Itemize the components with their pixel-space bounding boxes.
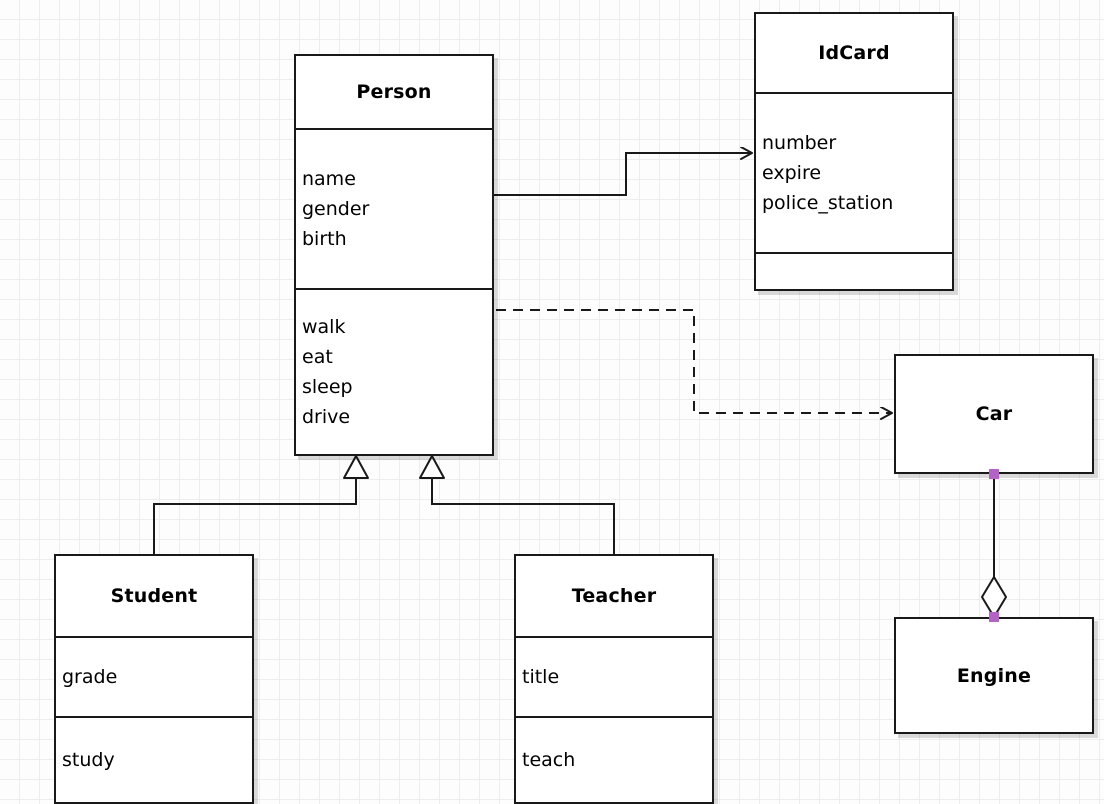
attribute-item: title	[522, 666, 560, 688]
operation-item: teach	[522, 749, 576, 771]
edge-person-car[interactable]	[496, 309, 892, 413]
attribute-item: police_station	[762, 192, 894, 214]
class-box-teacher[interactable]: Teacher title teach	[514, 554, 714, 804]
edge-teacher-person[interactable]	[419, 455, 615, 554]
attribute-item: grade	[62, 666, 118, 688]
class-name-compartment-student: Student	[56, 556, 252, 636]
attribute-item: number	[762, 132, 837, 154]
connection-handle-engine[interactable]	[989, 612, 999, 622]
aggregation-diamond	[981, 576, 1007, 618]
attributes-compartment-idcard: number expire police_station	[756, 92, 952, 252]
class-box-student[interactable]: Student grade study	[54, 554, 254, 804]
class-title-idcard: IdCard	[818, 42, 890, 64]
class-box-idcard[interactable]: IdCard number expire police_station	[754, 12, 954, 291]
operation-item: eat	[302, 346, 333, 368]
class-title-student: Student	[110, 585, 198, 607]
attribute-item: name	[302, 168, 356, 190]
class-title-person: Person	[356, 81, 432, 103]
attributes-compartment-teacher: title	[516, 636, 712, 716]
class-name-compartment-idcard: IdCard	[756, 14, 952, 92]
operation-item: sleep	[302, 376, 353, 398]
attribute-item: birth	[302, 228, 347, 250]
class-box-car[interactable]: Car	[894, 354, 1094, 474]
class-box-engine[interactable]: Engine	[894, 617, 1094, 734]
operation-item: drive	[302, 406, 351, 428]
operations-compartment-person: walk eat sleep drive	[296, 288, 492, 454]
operations-compartment-student: study	[56, 716, 252, 802]
edge-student-person[interactable]	[153, 455, 369, 554]
class-title-car: Car	[975, 403, 1013, 425]
operation-item: study	[62, 749, 115, 771]
class-title-engine: Engine	[956, 664, 1032, 687]
class-title-teacher: Teacher	[571, 585, 657, 607]
connection-handle-car[interactable]	[989, 469, 999, 479]
operations-compartment-teacher: teach	[516, 716, 712, 802]
attributes-compartment-person: name gender birth	[296, 128, 492, 288]
class-name-compartment-engine: Engine	[896, 619, 1092, 732]
edge-car-engine[interactable]	[981, 474, 1007, 618]
inheritance-triangle-student	[343, 455, 369, 479]
attributes-compartment-student: grade	[56, 636, 252, 716]
class-name-compartment-person: Person	[296, 56, 492, 128]
class-name-compartment-car: Car	[896, 356, 1092, 472]
edge-person-idcard[interactable]	[494, 153, 752, 196]
attribute-item: expire	[762, 162, 822, 184]
attribute-item: gender	[302, 198, 370, 220]
operations-compartment-idcard	[756, 252, 952, 289]
inheritance-triangle-teacher	[419, 455, 445, 479]
class-box-person[interactable]: Person name gender birth walk eat sleep …	[294, 54, 494, 456]
operation-item: walk	[302, 316, 346, 338]
class-name-compartment-teacher: Teacher	[516, 556, 712, 636]
